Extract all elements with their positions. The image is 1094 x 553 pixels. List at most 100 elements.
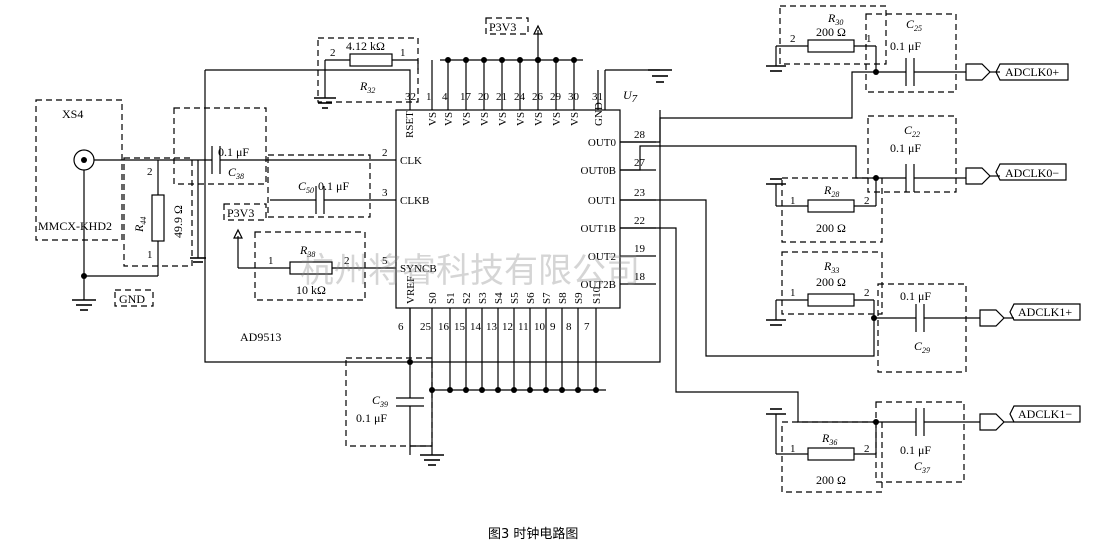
right-pin-name: OUT0B xyxy=(581,165,616,177)
adclk0n-arrow-icon xyxy=(965,167,991,185)
r44-pin-a: 2 xyxy=(147,166,153,178)
p3v3-top-box xyxy=(485,17,529,35)
out0-trace xyxy=(620,71,876,143)
bus-dot xyxy=(593,387,599,393)
bus-dot xyxy=(527,387,533,393)
top-pin-number: 20 xyxy=(478,91,490,103)
p3v3-left-label: P3V3 xyxy=(227,206,254,220)
gnd-box xyxy=(114,289,154,307)
pin-rset-name: RSET xyxy=(404,111,416,138)
bus-dot xyxy=(553,57,559,63)
top-pin-name: VS xyxy=(569,112,581,126)
bottom-pin-number: 11 xyxy=(518,321,529,333)
right-pin-name: OUT0 xyxy=(588,137,617,149)
chip-bottom-pin-group: VREF6S025S116S215S314S413S512S611S710S89… xyxy=(398,276,603,390)
right-pin-number: 18 xyxy=(634,271,646,283)
r28-ref: R28 xyxy=(823,183,839,199)
left-pin-number: 2 xyxy=(382,147,388,159)
r36-pin-b: 2 xyxy=(864,443,870,455)
top-pin-name: VS xyxy=(461,112,473,126)
r44-value: 49.9 Ω xyxy=(171,205,185,238)
top-pin-name: VS xyxy=(427,112,439,126)
r33-resistor xyxy=(807,293,855,307)
right-pin-number: 23 xyxy=(634,187,646,199)
c37-box xyxy=(875,401,965,483)
connector-part: MMCX-KHD2 xyxy=(38,219,112,233)
r28-resistor xyxy=(807,199,855,213)
adclk0n-label: ADCLK0− xyxy=(1005,166,1059,180)
bottom-pin-number: 15 xyxy=(454,321,466,333)
c29-box xyxy=(877,283,967,373)
bus-dot xyxy=(543,387,549,393)
r33-ref: R33 xyxy=(823,259,839,275)
pin-rset-number: 32 xyxy=(405,91,416,103)
c29-ref: C29 xyxy=(914,339,930,355)
c38-ref: C38 xyxy=(228,165,244,181)
bottom-pin-name: S1 xyxy=(445,292,457,304)
r28-box xyxy=(781,177,883,243)
bottom-pin-number: 14 xyxy=(470,321,482,333)
r38-box xyxy=(254,231,366,301)
r33-pin-a: 1 xyxy=(790,287,796,299)
right-pin-name: OUT2B xyxy=(581,279,616,291)
bus-dot xyxy=(481,57,487,63)
watermark: 杭州将睿科技有限公司 xyxy=(300,251,640,291)
bus-dot xyxy=(571,57,577,63)
bottom-pin-name: S3 xyxy=(477,292,489,304)
bottom-pin-name: S7 xyxy=(541,292,553,304)
left-pin-number: 3 xyxy=(382,187,388,199)
bus-dot xyxy=(445,57,451,63)
out1-trace xyxy=(620,199,875,357)
bottom-pin-name: S4 xyxy=(493,292,505,304)
r30-value: 200 Ω xyxy=(816,25,846,39)
adclk0n-port xyxy=(995,163,1067,181)
top-pin-number: 26 xyxy=(532,91,544,103)
top-pin-number: 29 xyxy=(550,91,562,103)
c25-ref: C25 xyxy=(906,17,922,33)
c39-value: 0.1 μF xyxy=(356,411,387,425)
r30-ref: R30 xyxy=(827,11,843,27)
top-pin-number: 1 xyxy=(426,91,432,103)
r32-pin-a: 2 xyxy=(330,47,336,59)
connector-box xyxy=(35,99,123,241)
bottom-pin-name: S5 xyxy=(509,292,521,304)
adclk0p-label: ADCLK0+ xyxy=(1005,65,1059,79)
top-pin-name: VS xyxy=(533,112,545,126)
chip-part-label: AD9513 xyxy=(240,330,281,344)
r32-value: 4.12 kΩ xyxy=(346,39,385,53)
c39-ref: C39 xyxy=(372,393,388,409)
r44-resistor xyxy=(151,194,165,242)
r30-box xyxy=(779,5,887,65)
adclk0p-arrow-icon xyxy=(965,63,991,81)
r33-value: 200 Ω xyxy=(816,275,846,289)
r28-pin-b: 2 xyxy=(864,195,870,207)
top-pin-name: VS xyxy=(497,112,509,126)
top-pin-name: VS xyxy=(515,112,527,126)
ad9513-chip-body xyxy=(395,109,621,309)
bottom-pin-number: 13 xyxy=(486,321,498,333)
r38-value: 10 kΩ xyxy=(296,283,326,297)
r38-ref: R38 xyxy=(299,243,315,259)
out0b-trace xyxy=(620,145,876,179)
p3v3-top-arrow xyxy=(533,24,543,35)
r28-value: 200 Ω xyxy=(816,221,846,235)
bottom-pin-name: S6 xyxy=(525,292,537,304)
connector-ref: XS4 xyxy=(62,107,83,121)
gnd-label: GND xyxy=(119,292,145,306)
bottom-pin-number: 8 xyxy=(566,321,572,333)
bus-dot xyxy=(495,387,501,393)
adclk1n-label: ADCLK1− xyxy=(1018,407,1072,421)
bottom-pin-name: S9 xyxy=(573,292,585,304)
top-pin-number: 21 xyxy=(496,91,507,103)
left-pin-name: CLK xyxy=(400,155,422,167)
c37-ref: C37 xyxy=(914,459,931,475)
bottom-pin-name: S10 xyxy=(591,286,603,304)
c22-ref: C22 xyxy=(904,123,920,139)
right-pin-number: 28 xyxy=(634,129,646,141)
left-pin-number: 5 xyxy=(382,255,388,267)
c39-box xyxy=(345,357,433,447)
